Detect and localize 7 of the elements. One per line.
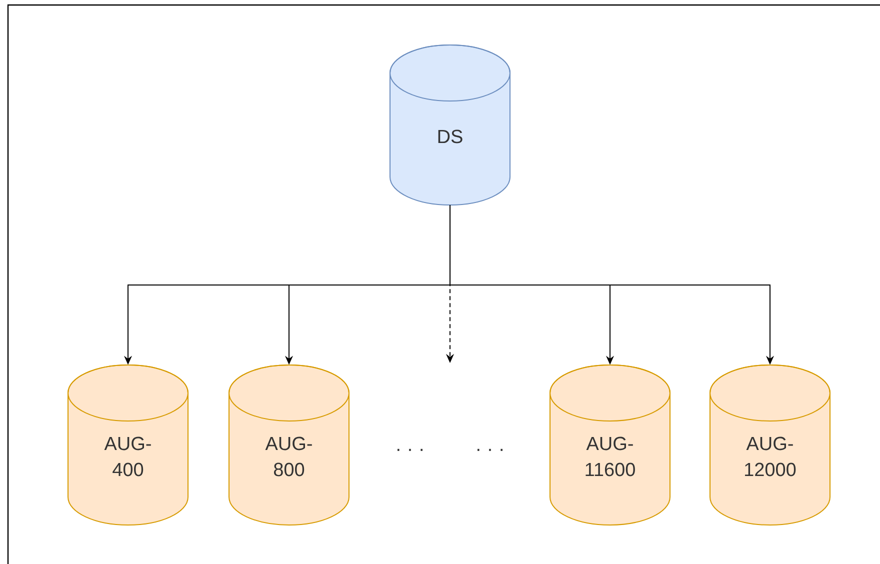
ellipsis-label: · · · (478, 448, 502, 451)
cylinder: DS (390, 44, 510, 206)
cylinder: AUG-400 (68, 364, 188, 526)
ellipsis-label: · · · (398, 448, 422, 451)
cylinder: AUG-12000 (710, 364, 830, 526)
cylinder: AUG-800 (228, 364, 350, 526)
cylinder: AUG-11600 (550, 364, 670, 526)
